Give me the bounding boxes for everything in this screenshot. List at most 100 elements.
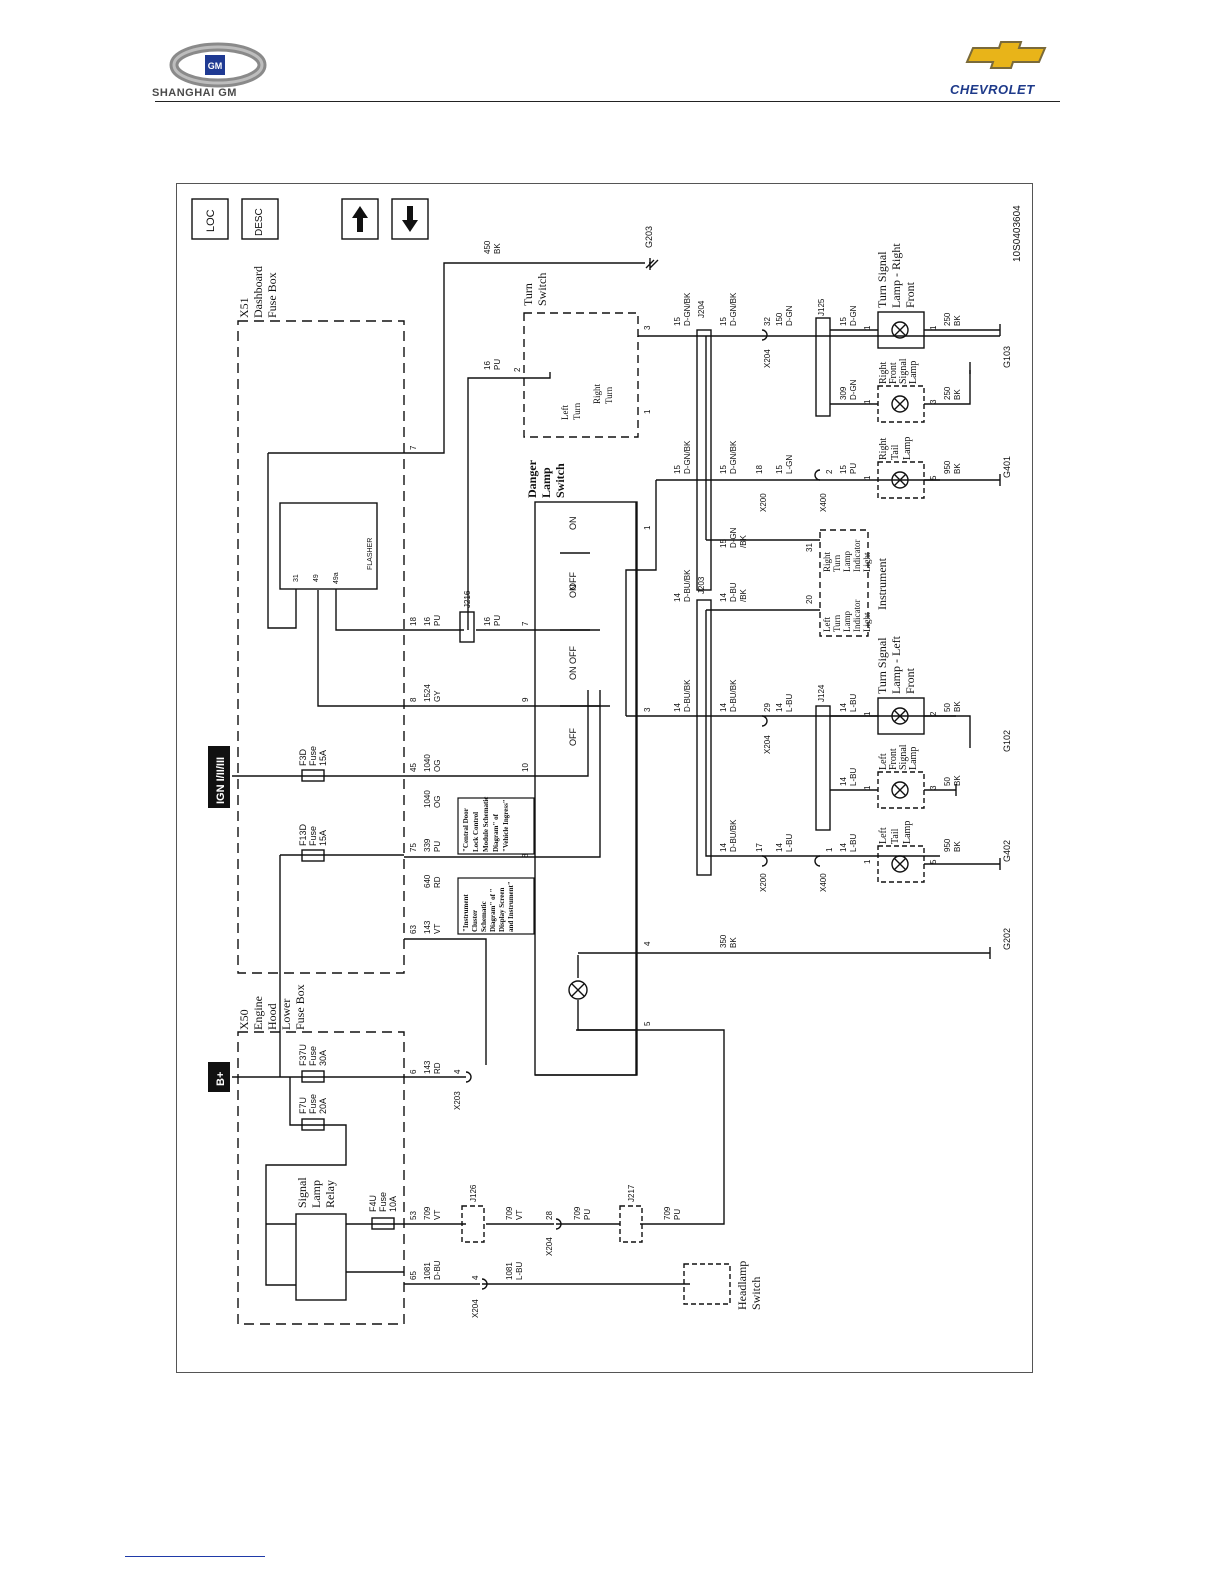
svg-text:BK: BK bbox=[493, 243, 502, 254]
document-id: 10S0403604 bbox=[1012, 205, 1023, 262]
wire-339 bbox=[404, 690, 601, 858]
svg-text:3: 3 bbox=[929, 785, 938, 790]
flasher-box bbox=[279, 502, 378, 590]
wire-labels: 450 BK 16 PU 16 PU 16 PU 1524 GY 1040 OG… bbox=[423, 240, 962, 1280]
svg-text:G202: G202 bbox=[1002, 928, 1012, 950]
turn-switch-frame bbox=[523, 312, 639, 438]
svg-text:Front: Front bbox=[903, 667, 917, 694]
svg-text:15: 15 bbox=[673, 465, 682, 474]
svg-text:J125: J125 bbox=[817, 298, 826, 316]
svg-text:15: 15 bbox=[719, 465, 728, 474]
svg-text:PU: PU bbox=[493, 359, 502, 370]
svg-text:Lamp: Lamp bbox=[309, 1180, 323, 1208]
svg-text:63: 63 bbox=[409, 925, 418, 934]
svg-text:Right: Right bbox=[822, 551, 832, 572]
svg-text:Fuse: Fuse bbox=[308, 826, 318, 846]
svg-text:BK: BK bbox=[953, 775, 962, 786]
svg-text:15: 15 bbox=[719, 539, 728, 548]
svg-text:Turn: Turn bbox=[572, 402, 582, 420]
svg-text:20: 20 bbox=[805, 595, 814, 604]
svg-text:49a: 49a bbox=[333, 572, 340, 584]
shanghai-gm-logo: GM bbox=[169, 42, 267, 88]
svg-text:1524: 1524 bbox=[423, 684, 432, 702]
rf-signal-lamp-box bbox=[877, 311, 925, 349]
svg-text:GY: GY bbox=[433, 690, 442, 702]
svg-text:GM: GM bbox=[208, 61, 223, 71]
svg-text:14: 14 bbox=[719, 843, 728, 852]
arrow-up-icon[interactable] bbox=[341, 198, 379, 240]
svg-text:PU: PU bbox=[583, 1209, 592, 1220]
svg-text:Tail: Tail bbox=[890, 444, 901, 460]
svg-text:J126: J126 bbox=[469, 1184, 478, 1202]
svg-text:450: 450 bbox=[483, 240, 492, 254]
svg-text:14: 14 bbox=[673, 593, 682, 602]
danger-switch-frame bbox=[534, 501, 638, 1076]
svg-text:250: 250 bbox=[943, 386, 952, 400]
svg-text:18: 18 bbox=[409, 617, 418, 626]
svg-text:L-BU: L-BU bbox=[849, 768, 858, 786]
svg-text:F4U: F4U bbox=[368, 1195, 378, 1212]
splice-j217 bbox=[619, 1205, 643, 1243]
svg-text:1081: 1081 bbox=[505, 1262, 514, 1280]
svg-text:15: 15 bbox=[839, 465, 848, 474]
svg-text:X400: X400 bbox=[819, 873, 828, 892]
svg-text:IGN I/II/III: IGN I/II/III bbox=[215, 757, 227, 804]
svg-text:OFF: OFF bbox=[568, 646, 578, 664]
svg-text:VT: VT bbox=[515, 1210, 524, 1220]
nav-loc-button[interactable]: LOC bbox=[191, 198, 229, 240]
x50-fuse-box-frame bbox=[237, 1031, 405, 1325]
svg-text:RD: RD bbox=[433, 876, 442, 888]
svg-text:15A: 15A bbox=[318, 750, 328, 766]
arrow-down-icon[interactable] bbox=[391, 198, 429, 240]
svg-text:Left: Left bbox=[878, 827, 889, 844]
svg-text:OG: OG bbox=[433, 760, 442, 772]
svg-text:1: 1 bbox=[863, 711, 872, 716]
svg-text:20A: 20A bbox=[318, 1098, 328, 1114]
svg-text:Front: Front bbox=[903, 281, 917, 308]
svg-text:OFF: OFF bbox=[568, 572, 578, 590]
svg-text:14: 14 bbox=[719, 703, 728, 712]
svg-text:53: 53 bbox=[409, 1211, 418, 1220]
svg-text:/BK: /BK bbox=[739, 588, 748, 602]
svg-text:X204: X204 bbox=[763, 349, 772, 368]
svg-text:G203: G203 bbox=[644, 226, 654, 248]
svg-text:Right: Right bbox=[592, 383, 602, 404]
nav-desc-button[interactable]: DESC bbox=[241, 198, 279, 240]
svg-text:1: 1 bbox=[863, 399, 872, 404]
svg-text:Signal: Signal bbox=[295, 1177, 309, 1208]
svg-text:X51: X51 bbox=[237, 297, 251, 318]
svg-text:Lamp: Lamp bbox=[902, 821, 913, 844]
danger-switch-label: Danger Lamp Switch bbox=[525, 459, 567, 498]
svg-text:Fuse Box: Fuse Box bbox=[265, 272, 279, 318]
svg-text:1081: 1081 bbox=[423, 1262, 432, 1280]
svg-text:Turn Signal: Turn Signal bbox=[875, 637, 889, 694]
svg-text:Fuse: Fuse bbox=[308, 746, 318, 766]
chevrolet-wordmark: CHEVROLET bbox=[950, 82, 1035, 97]
rf-turn-signal-label: Turn Signal Lamp - Right Front bbox=[875, 243, 917, 308]
svg-text:1: 1 bbox=[929, 325, 938, 330]
svg-text:Schematic: Schematic bbox=[480, 901, 488, 932]
svg-text:250: 250 bbox=[943, 312, 952, 326]
svg-text:D-BU/BK: D-BU/BK bbox=[729, 679, 738, 712]
svg-text:PU: PU bbox=[849, 463, 858, 474]
svg-text:Hood: Hood bbox=[265, 1003, 279, 1030]
l-tail-box bbox=[877, 845, 925, 883]
svg-text:L-BU: L-BU bbox=[515, 1262, 524, 1280]
svg-text:VT: VT bbox=[433, 1210, 442, 1220]
svg-text:ON: ON bbox=[568, 517, 578, 531]
svg-text:49: 49 bbox=[313, 574, 320, 582]
svg-text:28: 28 bbox=[545, 1211, 554, 1220]
wire-450 bbox=[404, 262, 640, 454]
svg-text:1: 1 bbox=[825, 847, 834, 852]
svg-text:Fuse: Fuse bbox=[308, 1046, 318, 1066]
svg-text:PU: PU bbox=[433, 841, 442, 852]
svg-text:L-GN: L-GN bbox=[785, 455, 794, 474]
svg-text:7: 7 bbox=[409, 445, 418, 450]
svg-text:14: 14 bbox=[839, 777, 848, 786]
svg-text:15: 15 bbox=[673, 317, 682, 326]
svg-text:"Instrument: "Instrument bbox=[462, 894, 470, 932]
svg-text:PU: PU bbox=[433, 615, 442, 626]
svg-text:Lamp: Lamp bbox=[842, 551, 852, 572]
svg-text:16: 16 bbox=[483, 361, 492, 370]
